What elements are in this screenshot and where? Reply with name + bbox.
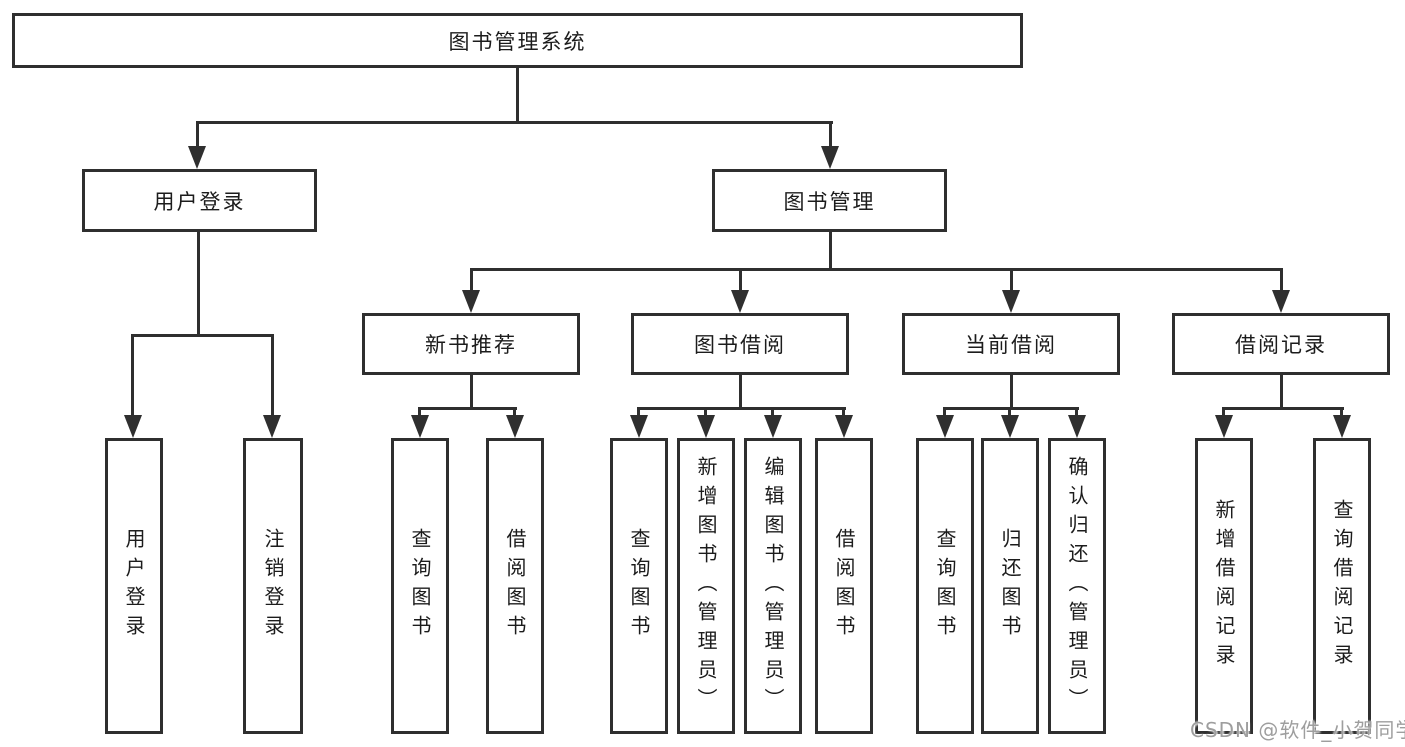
connector-level2-rail	[197, 121, 833, 124]
node-current-borrow-label: 当前借阅	[965, 333, 1057, 357]
connector-book-borrow-stem	[739, 375, 742, 410]
connector-drop-br-add	[1222, 407, 1225, 419]
leaf-user-login-label: 用户登录	[122, 528, 146, 644]
node-user-login: 用户登录	[82, 169, 317, 232]
leaf-bb-borrow-book-label: 借阅图书	[832, 528, 856, 644]
leaf-cb-query-book-label: 查询图书	[933, 528, 957, 644]
connector-book-mgmt-stem	[829, 232, 832, 271]
connector-user-login-stem	[197, 232, 200, 337]
leaf-logout-label: 注销登录	[261, 528, 285, 644]
arrowhead-current-borrow	[1002, 290, 1020, 313]
arrowhead-borrow-record	[1272, 290, 1290, 313]
arrowhead-new-book-rec	[462, 290, 480, 313]
arrowhead-cb-confirm	[1068, 415, 1086, 438]
leaf-br-add-record-label: 新增借阅记录	[1212, 499, 1236, 673]
leaf-br-query-record: 查询借阅记录	[1313, 438, 1371, 734]
connector-user-login-rail	[132, 334, 274, 337]
arrowhead-bb-add	[697, 415, 715, 438]
leaf-bb-borrow-book: 借阅图书	[815, 438, 873, 734]
leaf-nbr-query-book: 查询图书	[391, 438, 449, 734]
arrowhead-nbr-query	[411, 415, 429, 438]
connector-drop-current-borrow	[1010, 268, 1013, 293]
node-new-book-rec: 新书推荐	[362, 313, 580, 375]
connector-drop-bb-borrow	[842, 407, 845, 419]
connector-current-borrow-rail	[944, 407, 1079, 410]
connector-current-borrow-stem	[1010, 375, 1013, 410]
connector-drop-leaf-logout	[271, 334, 274, 417]
leaf-bb-query-book-label: 查询图书	[627, 528, 651, 644]
connector-root-stem	[516, 68, 519, 124]
leaf-nbr-borrow-book-label: 借阅图书	[503, 528, 527, 644]
leaf-bb-edit-book-label: 编辑图书（管理员）	[761, 455, 785, 717]
node-current-borrow: 当前借阅	[902, 313, 1120, 375]
leaf-cb-query-book: 查询图书	[916, 438, 974, 734]
arrowhead-book-mgmt	[821, 146, 839, 169]
arrowhead-user-login	[188, 146, 206, 169]
arrowhead-cb-query	[936, 415, 954, 438]
connector-drop-bb-query	[637, 407, 640, 419]
leaf-cb-return-book-label: 归还图书	[998, 528, 1022, 644]
node-borrow-record-label: 借阅记录	[1235, 333, 1327, 357]
connector-drop-nbr-borrow	[513, 407, 516, 419]
connector-new-book-rec-rail	[419, 407, 517, 410]
node-book-mgmt: 图书管理	[712, 169, 947, 232]
connector-drop-bb-add	[704, 407, 707, 419]
node-user-login-label: 用户登录	[153, 189, 246, 214]
leaf-cb-confirm-return: 确认归还（管理员）	[1048, 438, 1106, 734]
connector-drop-new-book-rec	[470, 268, 473, 293]
connector-drop-book-borrow	[739, 268, 742, 293]
node-book-borrow: 图书借阅	[631, 313, 849, 375]
node-new-book-rec-label: 新书推荐	[425, 333, 517, 357]
connector-book-borrow-rail	[638, 407, 846, 410]
connector-drop-bb-edit	[771, 407, 774, 419]
connector-drop-user-login	[196, 121, 199, 149]
arrowhead-book-borrow	[731, 290, 749, 313]
leaf-cb-confirm-return-label: 确认归还（管理员）	[1065, 455, 1089, 717]
node-book-borrow-label: 图书借阅	[694, 333, 786, 357]
node-book-mgmt-label: 图书管理	[783, 189, 876, 214]
arrowhead-cb-return	[1001, 415, 1019, 438]
arrowhead-br-query	[1333, 415, 1351, 438]
csdn-watermark: CSDN @软件_小贺同学	[1190, 718, 1405, 742]
connector-drop-leaf-user-login	[131, 334, 134, 417]
leaf-bb-add-book-label: 新增图书（管理员）	[694, 455, 718, 717]
node-root-label: 图书管理系统	[448, 29, 587, 54]
connector-drop-nbr-query	[418, 407, 421, 419]
leaf-br-query-record-label: 查询借阅记录	[1330, 499, 1354, 673]
connector-level3-rail	[470, 268, 1282, 271]
leaf-br-add-record: 新增借阅记录	[1195, 438, 1253, 734]
leaf-bb-query-book: 查询图书	[610, 438, 668, 734]
leaf-bb-add-book: 新增图书（管理员）	[677, 438, 735, 734]
arrowhead-bb-edit	[764, 415, 782, 438]
leaf-bb-edit-book: 编辑图书（管理员）	[744, 438, 802, 734]
arrowhead-bb-query	[630, 415, 648, 438]
arrowhead-nbr-borrow	[506, 415, 524, 438]
arrowhead-br-add	[1215, 415, 1233, 438]
connector-drop-cb-return	[1008, 407, 1011, 419]
arrowhead-leaf-logout	[263, 415, 281, 438]
leaf-user-login: 用户登录	[105, 438, 163, 734]
connector-borrow-record-stem	[1280, 375, 1283, 410]
connector-drop-cb-query	[943, 407, 946, 419]
connector-drop-borrow-record	[1280, 268, 1283, 293]
leaf-cb-return-book: 归还图书	[981, 438, 1039, 734]
node-root-system: 图书管理系统	[12, 13, 1023, 68]
connector-drop-br-query	[1340, 407, 1343, 419]
arrowhead-leaf-user-login	[124, 415, 142, 438]
node-borrow-record: 借阅记录	[1172, 313, 1390, 375]
leaf-logout: 注销登录	[243, 438, 303, 734]
connector-new-book-rec-stem	[470, 375, 473, 410]
arrowhead-bb-borrow	[835, 415, 853, 438]
leaf-nbr-query-book-label: 查询图书	[408, 528, 432, 644]
connector-drop-book-mgmt	[829, 121, 832, 149]
leaf-nbr-borrow-book: 借阅图书	[486, 438, 544, 734]
connector-drop-cb-confirm	[1075, 407, 1078, 419]
connector-borrow-record-rail	[1223, 407, 1344, 410]
